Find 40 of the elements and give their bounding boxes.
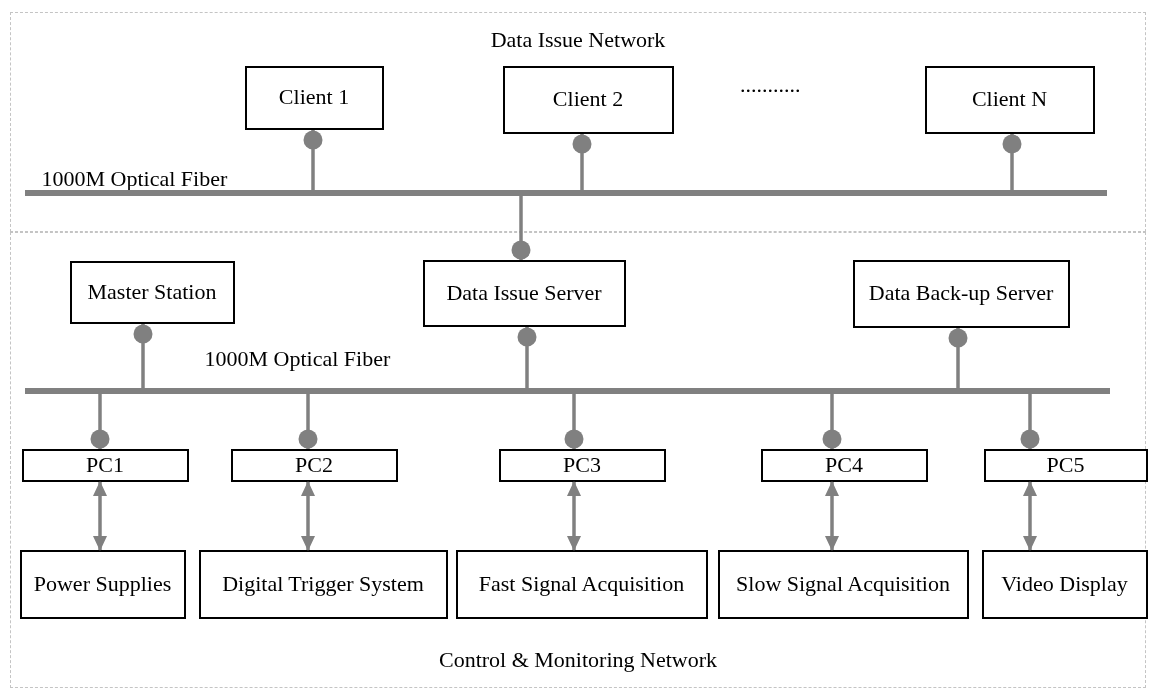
device-box: PC4 — [760, 448, 928, 482]
connector-line — [564, 394, 584, 449]
device-box: Data Issue Server — [422, 259, 626, 327]
double-arrow — [93, 481, 107, 551]
connector-line — [517, 327, 537, 388]
device-box: Fast Signal Acquisition — [455, 549, 708, 619]
device-box: Video Display — [981, 549, 1148, 619]
device-box: Client N — [924, 65, 1095, 134]
device-box: Master Station — [69, 260, 235, 324]
connector-line — [133, 324, 153, 388]
network-region — [10, 232, 1146, 688]
connector-line — [303, 130, 323, 190]
device-box: PC5 — [983, 448, 1148, 482]
device-box: Slow Signal Acquisition — [717, 549, 969, 619]
device-box: Data Back-up Server — [852, 259, 1070, 328]
connector-line — [511, 196, 531, 260]
ellipsis-label: ........... — [740, 72, 801, 98]
connector-line — [572, 134, 592, 190]
double-arrow — [1023, 481, 1037, 551]
device-box: PC1 — [21, 448, 189, 482]
region-title: Data Issue Network — [490, 27, 666, 53]
device-box: Client 2 — [502, 65, 674, 134]
connector-line — [948, 328, 968, 388]
network-region — [10, 12, 1146, 232]
double-arrow — [825, 481, 839, 551]
device-box: Power Supplies — [19, 549, 186, 619]
connector-line — [1020, 394, 1040, 449]
double-arrow — [567, 481, 581, 551]
device-box: Digital Trigger System — [198, 549, 448, 619]
device-box: PC2 — [230, 448, 398, 482]
bus-label: 1000M Optical Fiber — [41, 165, 228, 192]
connector-line — [822, 394, 842, 449]
region-title: Control & Monitoring Network — [438, 647, 717, 673]
bus-label: 1000M Optical Fiber — [204, 345, 391, 372]
connector-line — [298, 394, 318, 449]
connector-line — [1002, 134, 1022, 190]
device-box: PC3 — [498, 448, 666, 482]
device-box: Client 1 — [244, 65, 384, 130]
double-arrow — [301, 481, 315, 551]
connector-line — [90, 394, 110, 449]
